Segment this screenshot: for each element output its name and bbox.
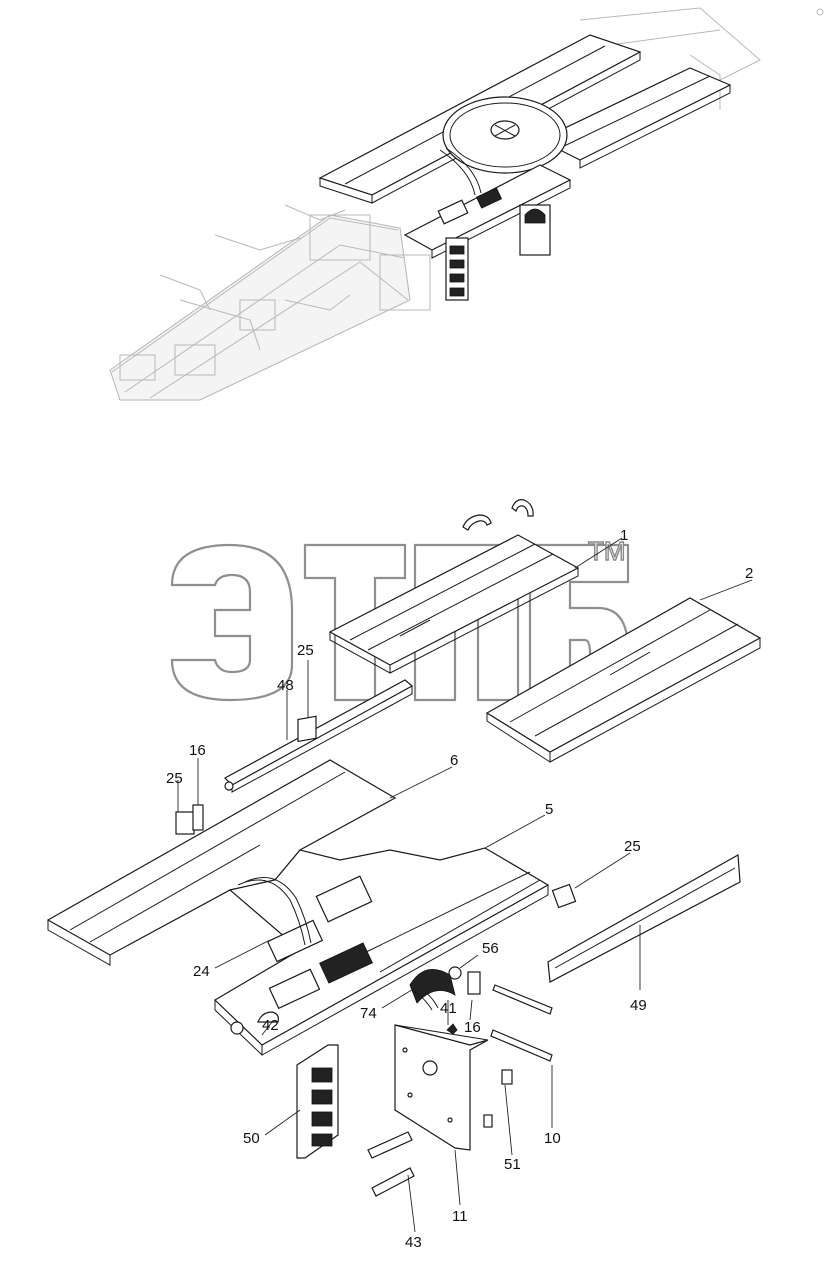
callout-41: 41 (440, 1000, 457, 1017)
callout-16: 16 (464, 1019, 481, 1036)
part-49-side-rail (547, 854, 741, 983)
parts-41-56-74 (409, 966, 462, 1035)
part-10-brackets (490, 984, 553, 1062)
part-50-ladder (296, 1044, 339, 1159)
part-1-deck-cover (328, 534, 580, 674)
callout-25: 25 (297, 642, 314, 659)
callout-49: 49 (630, 997, 647, 1014)
callout-11: 11 (452, 1208, 468, 1225)
callout-48: 48 (277, 677, 294, 694)
callout-56: 56 (482, 940, 499, 957)
callout-43: 43 (405, 1234, 422, 1251)
part-43-step-plates (367, 1131, 415, 1197)
part-48-bracket-rail (224, 679, 414, 793)
callout-1: 1 (620, 527, 628, 544)
callout-42: 42 (262, 1017, 279, 1034)
callout-labels: 1 2 25 48 16 25 6 5 25 24 56 49 74 41 42… (166, 527, 753, 1251)
part-25-plates (175, 715, 577, 909)
part-16-bracket (192, 804, 481, 995)
callout-25: 25 (624, 838, 641, 855)
callout-5: 5 (545, 801, 553, 818)
callout-2: 2 (745, 565, 753, 582)
chassis-frame-ghost (109, 7, 824, 401)
step-ladder-overview (445, 204, 551, 301)
callout-6: 6 (450, 752, 458, 769)
callout-74: 74 (360, 1005, 377, 1022)
part-6-deck-plate (46, 759, 397, 966)
callout-25: 25 (166, 770, 183, 787)
callout-51: 51 (504, 1156, 521, 1173)
callout-24: 24 (193, 963, 210, 980)
assembly-overview (109, 7, 824, 401)
watermark-tm: TM (588, 536, 626, 566)
callout-50: 50 (243, 1130, 260, 1147)
callout-10: 10 (544, 1130, 561, 1147)
handle-pair-top (462, 499, 534, 531)
part-5-main-deck (214, 847, 550, 1057)
deck-plate-right (538, 67, 732, 169)
fifth-wheel-turntable (442, 96, 568, 174)
callout-16: 16 (189, 742, 206, 759)
deck-plate-lower (403, 147, 572, 259)
part-11-panel (394, 1024, 489, 1151)
leader-lines (177, 537, 753, 1233)
part-2-deck-plate (485, 597, 762, 763)
part-51-clip (483, 1069, 513, 1128)
